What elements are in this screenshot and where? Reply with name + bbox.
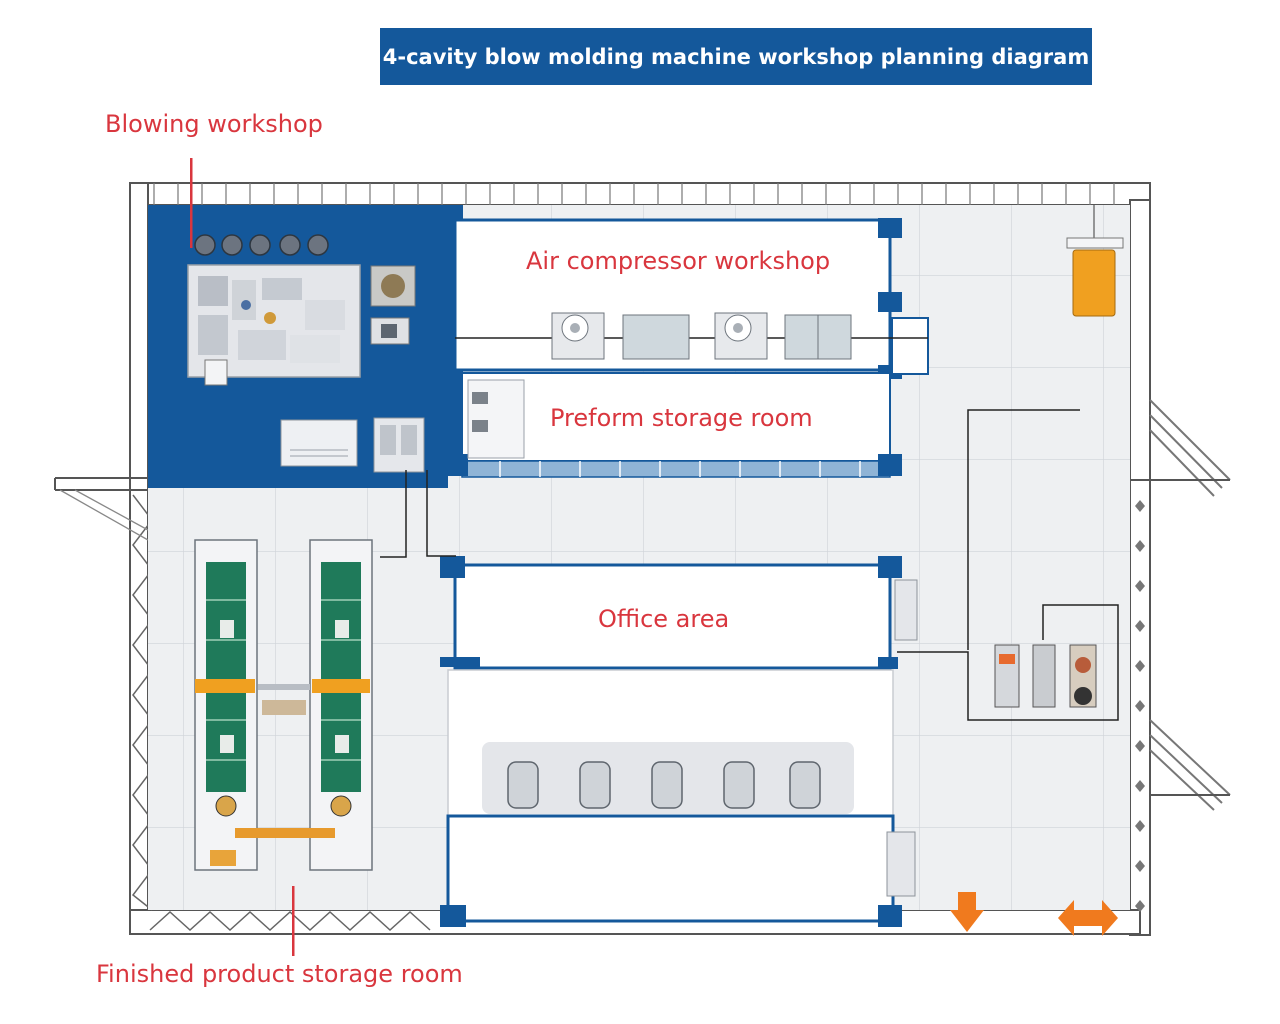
air-tank-icon bbox=[622, 314, 852, 360]
office-area-zone bbox=[440, 556, 918, 670]
hanging-lamp-icon bbox=[1066, 205, 1124, 317]
blow-molding-machine-icon bbox=[187, 264, 361, 386]
double-door-arrow-icon bbox=[1058, 900, 1118, 936]
exit-arrow-icon bbox=[950, 892, 984, 932]
diagram-title: 4-cavity blow molding machine workshop p… bbox=[380, 28, 1092, 85]
label-blowing-workshop: Blowing workshop bbox=[105, 110, 323, 138]
chiller-icon bbox=[370, 265, 416, 345]
dust-collector-fan-icon bbox=[194, 234, 329, 256]
label-air-compressor-workshop: Air compressor workshop bbox=[526, 247, 831, 275]
label-finished-product-storage-room: Finished product storage room bbox=[96, 960, 463, 988]
lower-utility-room bbox=[440, 669, 916, 927]
storage-rack-icon bbox=[507, 761, 821, 809]
control-cabinet-icon bbox=[280, 417, 425, 473]
air-compressor-icon bbox=[551, 312, 768, 360]
blowing-workshop-zone bbox=[148, 205, 463, 488]
electrical-panel-icon bbox=[994, 644, 1097, 708]
label-office-area: Office area bbox=[598, 605, 730, 633]
conveyor-line-icon bbox=[194, 539, 373, 871]
preform-storage-room-zone bbox=[448, 372, 902, 478]
piping-lines bbox=[380, 409, 1119, 721]
label-preform-storage-room: Preform storage room bbox=[550, 404, 813, 432]
air-compressor-workshop-zone bbox=[453, 218, 929, 379]
